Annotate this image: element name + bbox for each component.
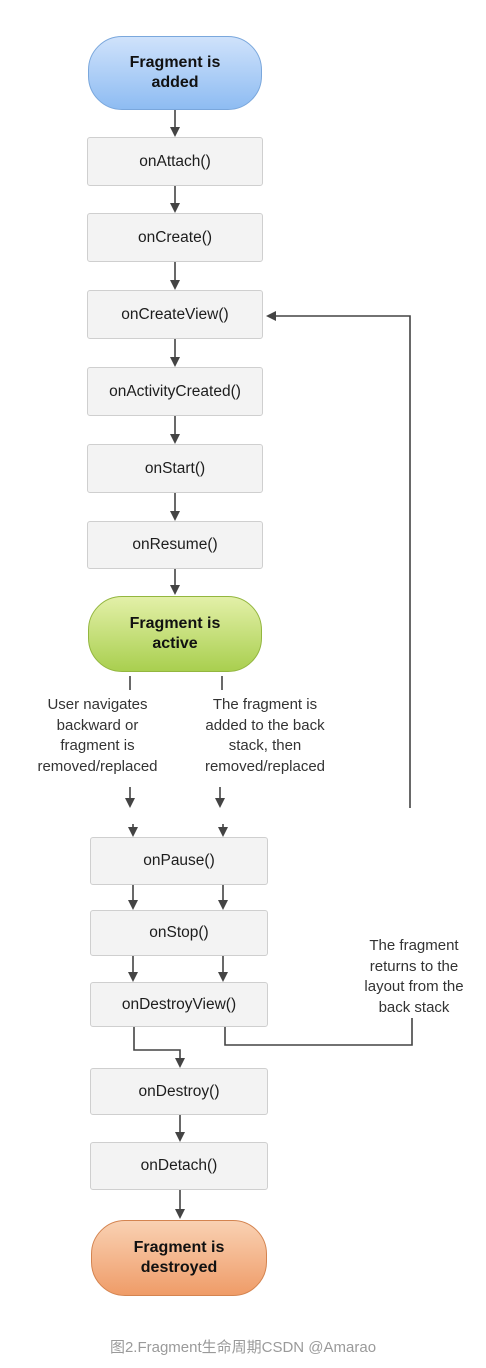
fragment-destroyed-node: Fragment is destroyed <box>91 1220 267 1296</box>
fragment-added-node: Fragment is added <box>88 36 262 110</box>
arrow-destroyview-destroy <box>133 1027 185 1068</box>
onattach-box: onAttach() <box>87 137 263 186</box>
figure-caption: 图2.Fragment生命周期CSDN @Amarao <box>109 1339 377 1356</box>
ondestroy-box: onDestroy() <box>90 1068 268 1115</box>
onstart-box: onStart() <box>87 444 263 493</box>
fragment-active-node: Fragment is active <box>88 596 262 672</box>
onactivitycreated-box: onActivityCreated() <box>87 367 263 416</box>
onpause-box: onPause() <box>90 837 268 885</box>
return-note: The fragment returns to the layout from … <box>364 937 464 1016</box>
ondetach-box: onDetach() <box>90 1142 268 1190</box>
ondestroyview-box: onDestroyView() <box>90 982 268 1027</box>
oncreateview-box: onCreateView() <box>87 290 263 339</box>
branch-left-note: User navigates backward or fragment is r… <box>37 696 158 775</box>
onstop-box: onStop() <box>90 910 268 956</box>
oncreate-box: onCreate() <box>87 213 263 262</box>
loop-return-lower <box>224 1018 413 1046</box>
branch-right-note: The fragment is added to the back stack,… <box>204 696 326 775</box>
loop-return-upper <box>266 311 411 808</box>
onresume-box: onResume() <box>87 521 263 569</box>
